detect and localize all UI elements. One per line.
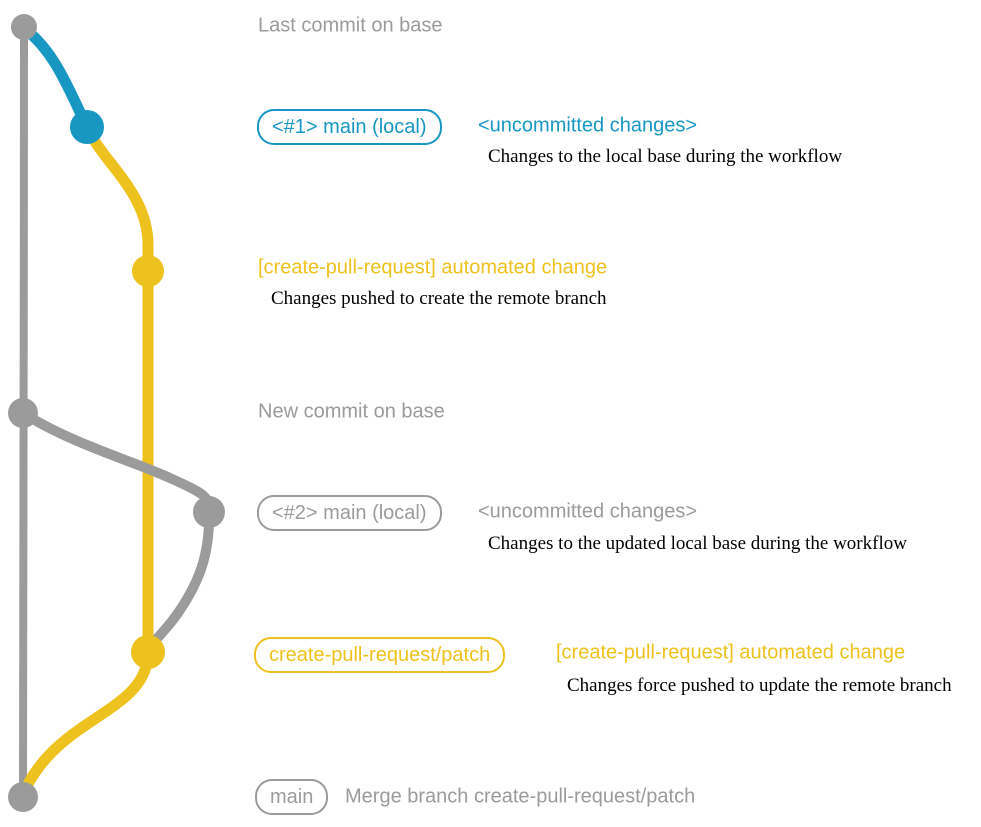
- uncommitted-changes-heading-2: <uncommitted changes>: [478, 500, 698, 523]
- automated-change-heading-1: [create-pull-request] automated change: [258, 256, 608, 279]
- commit-dot-automated-1: [132, 255, 164, 287]
- branch-badge-patch: create-pull-request/patch: [254, 637, 506, 673]
- commit-dot-merge: [8, 782, 38, 812]
- new-commit-label: New commit on base: [258, 400, 445, 423]
- branch-badge-main-local-2: <#2> main (local): [257, 495, 442, 531]
- commit-dot-uncommitted-2: [193, 496, 225, 528]
- branch-badge-main: main: [255, 779, 329, 815]
- commit-dot-uncommitted-1: [70, 110, 104, 144]
- automated-change-description-2: Changes force pushed to update the remot…: [567, 675, 952, 696]
- automated-change-heading-2: [create-pull-request] automated change: [556, 641, 906, 664]
- commit-dot-last-base: [11, 14, 37, 40]
- updated-local-main-branch-line: [18, 408, 215, 657]
- merge-commit-label: Merge branch create-pull-request/patch: [345, 785, 696, 808]
- automated-change-description-1: Changes pushed to create the remote bran…: [271, 288, 607, 309]
- uncommitted-changes-description-1: Changes to the local base during the wor…: [488, 146, 843, 167]
- last-commit-label: Last commit on base: [258, 14, 443, 37]
- commit-dot-automated-2: [131, 635, 165, 669]
- uncommitted-changes-description-2: Changes to the updated local base during…: [488, 533, 907, 554]
- local-main-branch-line: [20, 24, 93, 133]
- base-branch-line: [19, 23, 28, 794]
- commit-dot-new-base: [8, 398, 38, 428]
- commit-graph: [8, 14, 225, 812]
- branch-badge-main-local-1: <#1> main (local): [257, 109, 442, 145]
- uncommitted-changes-heading-1: <uncommitted changes>: [478, 114, 698, 137]
